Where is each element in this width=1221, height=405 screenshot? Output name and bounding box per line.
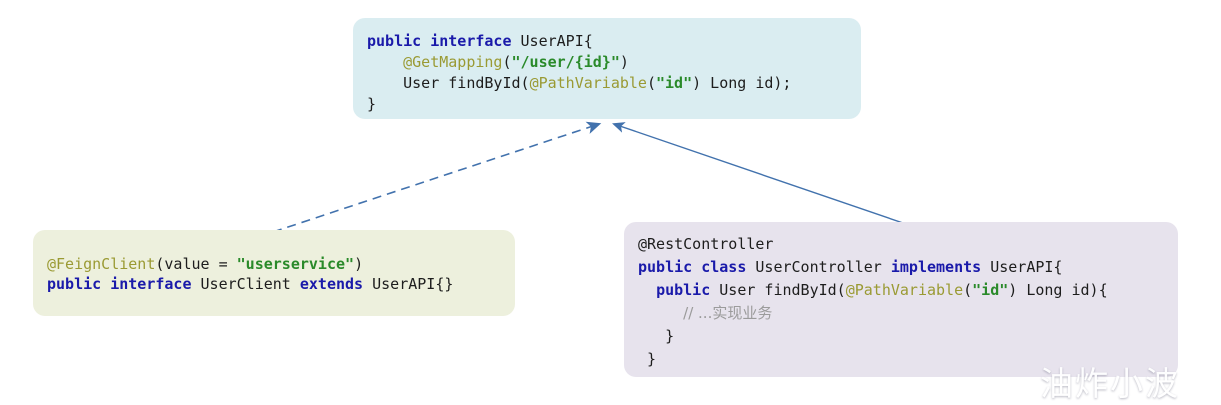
code-token: @PathVariable [845, 281, 964, 299]
code-token: UserAPI{} [372, 275, 454, 293]
code-token: User findById( [719, 281, 846, 299]
code-token: ( [963, 281, 973, 299]
code-token: @FeignClient [47, 255, 156, 273]
code-token: implements [890, 258, 991, 276]
code-token: @PathVariable [529, 74, 647, 92]
code-token: "id" [972, 281, 1009, 299]
watermark-label: 油炸小波 [1040, 364, 1180, 403]
code-line: @GetMapping("/user/{id}") [367, 52, 861, 73]
code-token: (value = [155, 255, 237, 273]
code-token: public interface [367, 32, 521, 50]
code-token: // ...实现业务 [683, 304, 773, 322]
code-line: public interface UserClient extends User… [47, 274, 515, 294]
connector-usercontroller-implements-userapi [612, 122, 904, 224]
code-line: } [638, 326, 1178, 349]
code-token: } [638, 350, 657, 368]
code-token: "/user/{id}" [511, 53, 620, 71]
code-token: ) [619, 53, 629, 71]
code-token: ) [354, 255, 364, 273]
code-token: ) Long id){ [1008, 281, 1108, 299]
code-line: } [638, 349, 1178, 372]
code-token: public interface [47, 275, 201, 293]
connector-userclient-extends-userapi [272, 121, 602, 233]
code-token: UserClient [200, 275, 300, 293]
code-token: "userservice" [236, 255, 355, 273]
code-line: public User findById(@PathVariable("id")… [638, 280, 1178, 303]
code-line: } [367, 94, 861, 115]
code-token: } [638, 327, 675, 345]
code-line: public interface UserAPI{ [367, 31, 861, 52]
code-token: @RestController [638, 235, 774, 253]
code-line: @FeignClient(value = "userservice") [47, 254, 515, 274]
code-token: UserAPI{ [990, 258, 1063, 276]
code-token: UserAPI{ [520, 32, 593, 50]
code-line: // ...实现业务 [638, 303, 1178, 326]
code-line: public class UserController implements U… [638, 257, 1178, 280]
code-token: User findById( [367, 74, 530, 92]
code-box-userclient: @FeignClient(value = "userservice")publi… [33, 230, 515, 316]
code-token [638, 304, 683, 322]
code-box-usercontroller: @RestController public class UserControll… [624, 222, 1178, 377]
code-token: public class [638, 258, 756, 276]
code-line: @RestController [638, 234, 1178, 257]
code-token [367, 53, 403, 71]
code-token: ) Long id); [692, 74, 792, 92]
code-token: @GetMapping [403, 53, 503, 71]
code-line: User findById(@PathVariable("id") Long i… [367, 73, 861, 94]
code-token: ( [646, 74, 656, 92]
code-token: extends [299, 275, 373, 293]
code-token: UserController [755, 258, 891, 276]
code-box-userapi: public interface UserAPI{ @GetMapping("/… [353, 18, 861, 119]
code-token [638, 281, 656, 299]
code-token: "id" [656, 74, 693, 92]
code-token: public [656, 281, 720, 299]
code-token: ( [502, 53, 512, 71]
code-token: } [367, 95, 377, 113]
